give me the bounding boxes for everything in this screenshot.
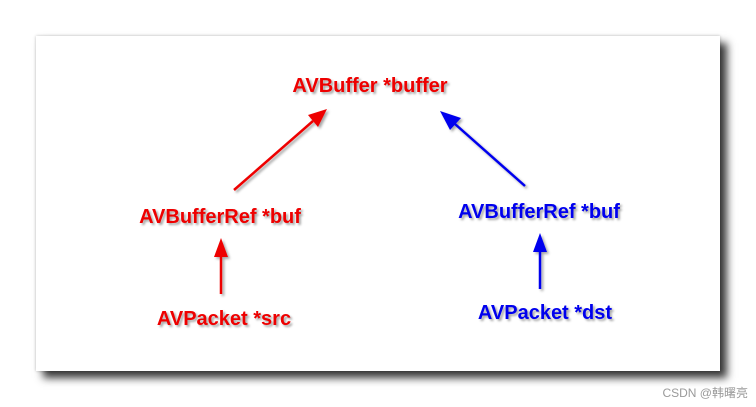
diagram-canvas xyxy=(36,36,720,371)
watermark: CSDN @韩曙亮 xyxy=(662,386,748,400)
arrow-ref-left-to-buffer xyxy=(233,120,314,191)
node-avbuffer: AVBuffer *buffer xyxy=(292,75,448,97)
arrow-ref-left-to-buffer-head xyxy=(308,109,327,127)
arrow-ref-right-to-buffer-head xyxy=(440,111,461,130)
arrow-src-to-ref-left-head xyxy=(214,238,228,257)
arrow-ref-right-to-buffer xyxy=(454,123,526,187)
node-avpacket-src: AVPacket *src xyxy=(156,308,292,330)
node-avbufferref-right: AVBufferRef *buf xyxy=(458,201,620,223)
node-avbufferref-left: AVBufferRef *buf xyxy=(139,206,301,228)
node-avpacket-dst: AVPacket *dst xyxy=(477,302,613,324)
arrow-dst-to-ref-right-head xyxy=(533,233,547,252)
